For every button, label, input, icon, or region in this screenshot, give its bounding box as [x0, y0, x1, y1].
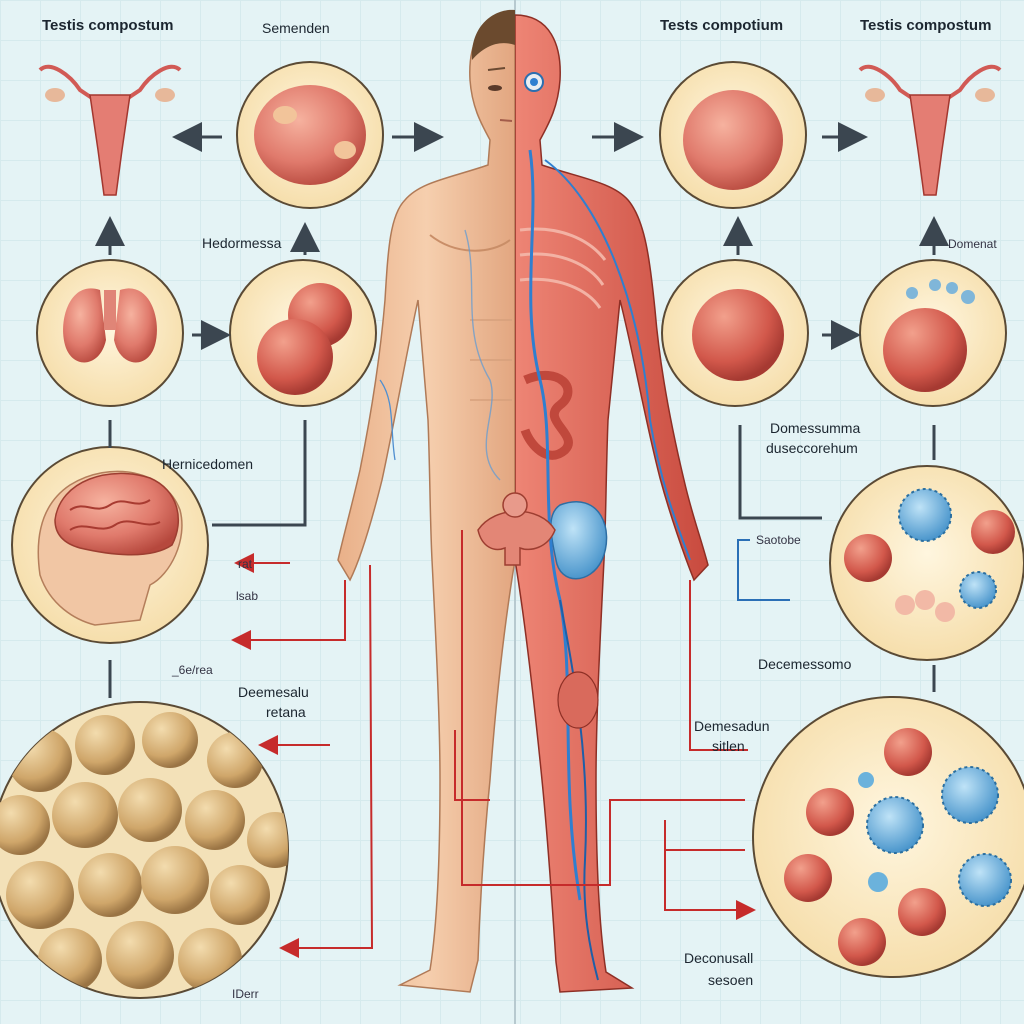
title-left: Testis compostum	[42, 17, 174, 34]
cell-cluster-circle-right	[859, 259, 1007, 407]
label-isab: lsab	[236, 589, 259, 603]
label-idem: IDerr	[232, 987, 259, 1001]
tissue-circle-top	[236, 61, 384, 209]
label-demesadun: Demesadun	[694, 718, 770, 734]
label-decomessomo: Decemessomo	[758, 656, 852, 672]
uterus-icon-left	[38, 64, 182, 196]
label-ssre-rea: _6e/rea	[172, 663, 213, 677]
uterus-icon-right	[858, 64, 1002, 196]
title-center-left: Semenden	[262, 20, 330, 36]
anatomy-half	[515, 14, 709, 993]
label-deconusall: Deconusall	[684, 950, 754, 966]
label-domesumma: Domessumma	[770, 420, 861, 436]
title-right: Testis compostum	[860, 17, 992, 34]
red-arrows	[231, 530, 756, 958]
human-figure	[337, 0, 709, 1024]
dark-arrows	[95, 122, 949, 698]
single-cell-circle-right	[661, 259, 809, 407]
label-dusecomenum: duseccorehum	[766, 440, 858, 456]
tissue-circle-top-right	[659, 61, 807, 209]
brain-circle	[11, 446, 209, 644]
title-center-right: Tests compotium	[660, 17, 784, 34]
large-cell-circle-right	[752, 696, 1024, 978]
label-sesoen: sesoen	[708, 972, 754, 988]
label-hedormessa: Hedormessa	[202, 235, 282, 251]
gland-circle-left	[36, 259, 184, 407]
label-hernice-domen: Hernicedomen	[162, 456, 254, 472]
mixed-cell-circle-right	[829, 465, 1024, 661]
label-rat: rat	[238, 557, 253, 571]
skin-half	[337, 9, 515, 993]
label-desmesalu: Deemesalu	[238, 684, 309, 700]
cell-pair-circle	[229, 259, 377, 407]
label-retana: retana	[266, 704, 306, 720]
label-sacobe: Saotobe	[756, 533, 801, 547]
nut-cluster-circle	[0, 701, 289, 999]
blue-bracket	[737, 539, 790, 601]
label-sitlen: sitlen	[712, 738, 745, 754]
label-domenat: Domenat	[948, 237, 997, 251]
